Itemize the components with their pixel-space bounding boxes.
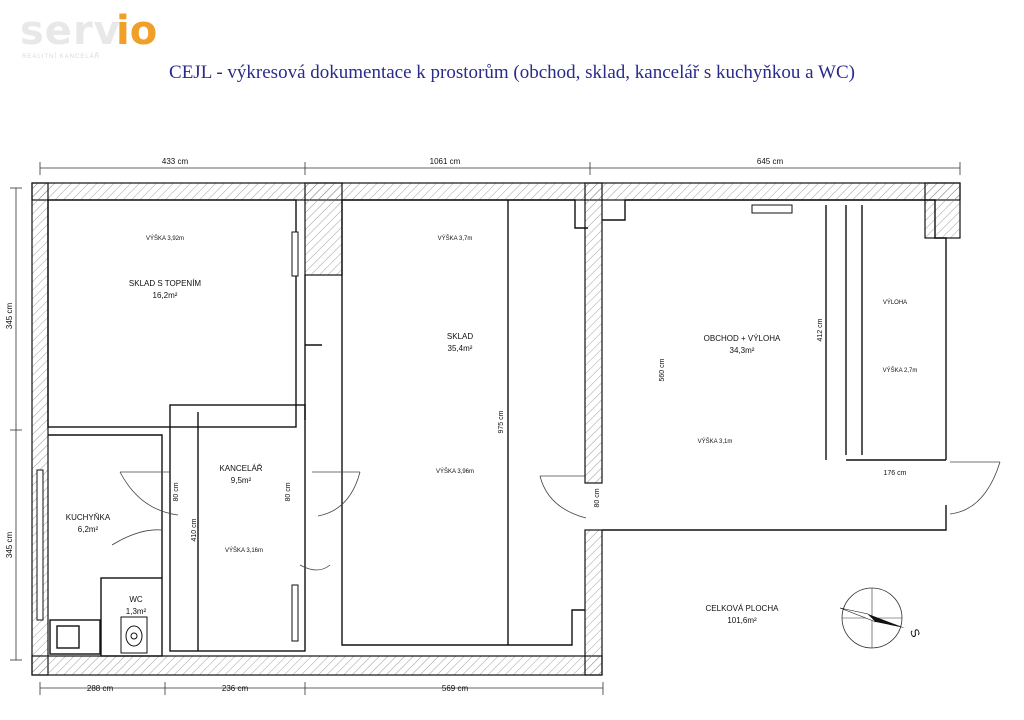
sklad-topeni-name: SKLAD S TOPENÍM [129, 279, 202, 288]
kuchynka-name: KUCHYŇKA [66, 513, 111, 522]
kancelar-name: KANCELÁŘ [219, 464, 262, 473]
bottom-dimension-line [39, 682, 604, 695]
window-marks [36, 204, 793, 642]
exterior-walls [31, 182, 961, 676]
dim-obchod-length: 560 cm [659, 358, 666, 381]
sklad-height-2: VÝŠKA 3,96m [436, 468, 474, 475]
vyloha-name: VÝLOHA [883, 299, 907, 306]
dim-bottom-1: 288 cm [87, 684, 114, 693]
logo-tagline: REALITNÍ KANCELÁŘ [22, 54, 101, 60]
dim-left-2: 345 cm [5, 532, 14, 559]
dim-door-1: 80 cm [173, 482, 180, 501]
kancelar-height: VÝŠKA 3,16m [225, 547, 263, 554]
toilet-icon [120, 616, 148, 654]
door-swings [111, 461, 1001, 571]
dim-door-3: 80 cm [594, 488, 601, 507]
sklad-area: 35,4m² [448, 344, 473, 353]
dim-vyloha-length: 412 cm [817, 318, 824, 341]
compass-icon [839, 587, 905, 649]
servio-logo: serv io REALITNÍ KANCELÁŘ [20, 8, 180, 60]
kuchynka-area: 6,2m² [78, 525, 99, 534]
dim-sklad-length: 975 cm [498, 410, 505, 433]
left-dimension-line [10, 187, 22, 661]
dim-top-3: 645 cm [757, 157, 784, 166]
dim-door-2: 80 cm [285, 482, 292, 501]
logo-text-orange: io [116, 8, 158, 54]
sklad-topeni-height: VÝŠKA 3,92m [146, 235, 184, 242]
total-area: 101,6m² [727, 616, 757, 625]
dim-top-2: 1061 cm [430, 157, 461, 166]
interior-walls [47, 199, 947, 657]
dim-bottom-3: 569 cm [442, 684, 469, 693]
sklad-height-1: VÝŠKA 3,7m [438, 235, 473, 242]
dim-kancelar-length: 410 cm [191, 518, 198, 541]
page-title: CEJL - výkresová dokumentace k prostorům… [169, 62, 855, 83]
dim-left-1: 345 cm [5, 303, 14, 330]
wc-name: WC [129, 595, 143, 604]
dim-top-1: 433 cm [162, 157, 189, 166]
top-dimension-line [39, 162, 961, 175]
dim-bottom-2: 236 cm [222, 684, 249, 693]
logo-text-grey: serv [20, 8, 121, 54]
compass-label: S [907, 627, 923, 639]
wc-area: 1,3m² [126, 607, 147, 616]
obchod-height: VÝŠKA 3,1m [698, 438, 733, 445]
total-label: CELKOVÁ PLOCHA [706, 604, 780, 613]
kancelar-area: 9,5m² [231, 476, 252, 485]
obchod-name: OBCHOD + VÝLOHA [704, 334, 781, 343]
vyloha-height: VÝŠKA 2,7m [883, 367, 918, 374]
sklad-name: SKLAD [447, 332, 473, 341]
obchod-area: 34,3m² [730, 346, 755, 355]
dim-vyloha-width: 176 cm [884, 470, 907, 477]
sklad-topeni-area: 16,2m² [153, 291, 178, 300]
